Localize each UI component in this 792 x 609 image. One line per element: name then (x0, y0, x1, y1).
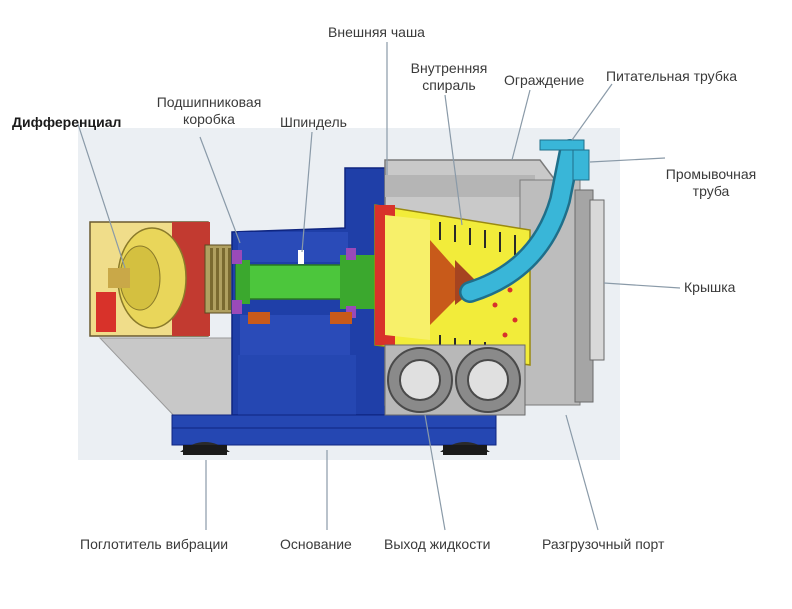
label-differential: Дифференциал (12, 114, 122, 130)
label-inner-spiral-line2: спираль (422, 77, 476, 93)
label-inner-spiral: Внутренняя спираль (404, 60, 494, 94)
label-wash-pipe-line1: Промывочная (665, 166, 757, 182)
label-discharge-port: Разгрузочный порт (542, 536, 665, 552)
label-bearing-box: Подшипниковая коробка (142, 94, 276, 128)
label-bearing-box-line1: Подшипниковая (156, 94, 262, 110)
label-wash-pipe: Промывочная труба (656, 166, 766, 200)
label-guard: Ограждение (504, 72, 585, 88)
differential (89, 221, 234, 337)
leader-lines (77, 42, 681, 531)
label-feed-pipe: Питательная трубка (606, 68, 738, 84)
label-wash-pipe-line2: труба (692, 183, 730, 199)
bearing-housing (231, 167, 389, 416)
label-liquid-outlet: Выход жидкости (384, 536, 491, 552)
label-base: Основание (280, 536, 352, 552)
label-cover: Крышка (684, 279, 736, 295)
base (171, 414, 497, 446)
vibration-absorbers (180, 442, 490, 455)
label-vibration-absorber: Поглотитель вибрации (80, 536, 229, 552)
label-spindle: Шпиндель (280, 114, 347, 130)
feed-pipe (459, 139, 590, 303)
label-bearing-box-line2: коробка (183, 111, 235, 127)
liquid-outlets (384, 344, 526, 416)
label-inner-spiral-line1: Внутренняя (410, 60, 488, 76)
inner-bowl (374, 204, 531, 366)
label-outer-bowl: Внешняя чаша (328, 24, 425, 40)
